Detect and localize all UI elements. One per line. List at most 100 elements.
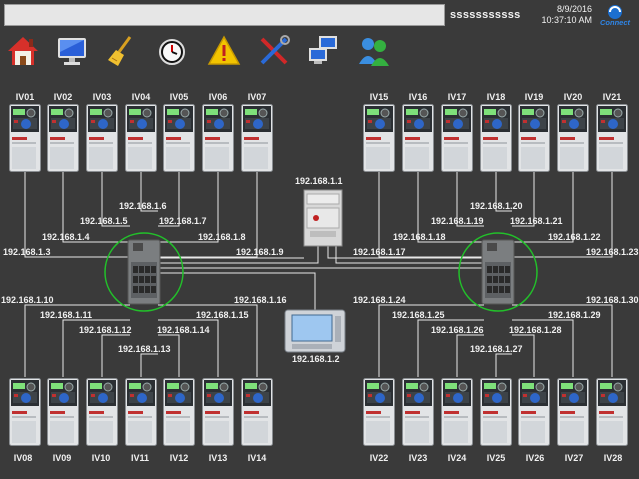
clean-button[interactable]	[102, 32, 140, 70]
drive-label-iv03: IV03	[92, 92, 112, 102]
drive-iv18[interactable]	[480, 104, 512, 172]
alarm-history-button[interactable]	[153, 32, 191, 70]
drive-label-iv11: IV11	[130, 453, 150, 463]
ip-label: 192.168.1.14	[157, 325, 210, 335]
drive-label-iv18: IV18	[486, 92, 506, 102]
drive-label-iv22: IV22	[369, 453, 389, 463]
drive-label-iv06: IV06	[208, 92, 228, 102]
date-time: 8/9/2016 10:37:10 AM	[534, 4, 592, 26]
ip-label: 192.168.1.20	[470, 201, 523, 211]
drive-iv25[interactable]	[480, 378, 512, 446]
drive-iv19[interactable]	[518, 104, 550, 172]
ip-label: 192.168.1.21	[510, 216, 563, 226]
ip-label: 192.168.1.12	[79, 325, 132, 335]
users-icon	[359, 38, 389, 66]
drive-label-iv12: IV12	[169, 453, 189, 463]
drive-label-iv02: IV02	[53, 92, 73, 102]
drive-label-iv27: IV27	[564, 453, 584, 463]
drive-label-iv16: IV16	[408, 92, 428, 102]
drive-iv23[interactable]	[402, 378, 434, 446]
ip-label: 192.168.1.16	[234, 295, 287, 305]
drive-iv17[interactable]	[441, 104, 473, 172]
monitor-icon	[58, 38, 86, 65]
drive-label-iv15: IV15	[369, 92, 389, 102]
drive-iv22[interactable]	[363, 378, 395, 446]
drive-iv13[interactable]	[202, 378, 234, 446]
ip-label: 192.168.1.23	[586, 247, 639, 257]
drive-iv11[interactable]	[125, 378, 157, 446]
monitor-button[interactable]	[53, 32, 91, 70]
ip-label: 192.168.1.5	[80, 216, 128, 226]
drive-label-iv26: IV26	[525, 453, 545, 463]
drive-label-iv01: IV01	[15, 92, 35, 102]
drive-label-iv04: IV04	[131, 92, 151, 102]
svg-text:Connect: Connect	[600, 18, 631, 27]
ip-label: 192.168.1.9	[236, 247, 284, 257]
hmi-panel	[284, 309, 346, 353]
broom-icon	[108, 36, 132, 66]
drive-iv24[interactable]	[441, 378, 473, 446]
maintenance-button[interactable]	[255, 32, 293, 70]
ip-label: 192.168.1.17	[353, 247, 406, 257]
ip-label: 192.168.1.13	[118, 344, 171, 354]
plc-controller	[303, 189, 343, 247]
drive-iv20[interactable]	[557, 104, 589, 172]
drive-iv08[interactable]	[9, 378, 41, 446]
ip-label: 192.168.1.3	[3, 247, 51, 257]
drive-label-iv09: IV09	[52, 453, 72, 463]
drive-label-iv24: IV24	[447, 453, 467, 463]
plc-ip-label: 192.168.1.1	[295, 176, 343, 186]
drive-iv27[interactable]	[557, 378, 589, 446]
drive-label-iv17: IV17	[447, 92, 467, 102]
drive-iv21[interactable]	[596, 104, 628, 172]
alarm-clock-icon	[159, 39, 185, 65]
tools-icon	[260, 35, 290, 65]
left-switch-ring	[104, 232, 184, 312]
ip-label: 192.168.1.30	[586, 295, 639, 305]
alarms-button[interactable]	[205, 32, 243, 70]
drive-iv07[interactable]	[241, 104, 273, 172]
drive-iv16[interactable]	[402, 104, 434, 172]
ip-label: 192.168.1.28	[509, 325, 562, 335]
drive-label-iv20: IV20	[563, 92, 583, 102]
ip-label: 192.168.1.22	[548, 232, 601, 242]
drive-iv14[interactable]	[241, 378, 273, 446]
drive-iv01[interactable]	[9, 104, 41, 172]
drive-iv10[interactable]	[86, 378, 118, 446]
users-button[interactable]	[355, 32, 393, 70]
user-name: sssssssssss	[450, 9, 521, 21]
drive-iv02[interactable]	[47, 104, 79, 172]
drive-label-iv28: IV28	[603, 453, 623, 463]
drive-iv04[interactable]	[125, 104, 157, 172]
drive-iv26[interactable]	[518, 378, 550, 446]
ip-label: 192.168.1.27	[470, 344, 523, 354]
title-field	[4, 4, 445, 26]
ip-label: 192.168.1.7	[159, 216, 207, 226]
hmi-ip-label: 192.168.1.2	[292, 354, 340, 364]
drive-iv06[interactable]	[202, 104, 234, 172]
ip-label: 192.168.1.4	[42, 232, 90, 242]
drive-iv09[interactable]	[47, 378, 79, 446]
network-icon	[309, 36, 337, 64]
drive-iv15[interactable]	[363, 104, 395, 172]
drive-label-iv10: IV10	[91, 453, 111, 463]
ip-label: 192.168.1.11	[40, 310, 93, 320]
drive-label-iv14: IV14	[247, 453, 267, 463]
drive-label-iv07: IV07	[247, 92, 267, 102]
drive-label-iv19: IV19	[524, 92, 544, 102]
ip-label: 192.168.1.15	[196, 310, 249, 320]
drive-iv03[interactable]	[86, 104, 118, 172]
drive-iv28[interactable]	[596, 378, 628, 446]
drive-label-iv25: IV25	[486, 453, 506, 463]
drive-label-iv13: IV13	[208, 453, 228, 463]
drive-label-iv23: IV23	[408, 453, 428, 463]
ip-label: 192.168.1.6	[119, 201, 167, 211]
home-icon	[8, 37, 38, 65]
right-switch-ring	[458, 232, 538, 312]
network-button[interactable]	[305, 32, 343, 70]
drive-iv12[interactable]	[163, 378, 195, 446]
drive-iv05[interactable]	[163, 104, 195, 172]
home-button[interactable]	[4, 32, 42, 70]
warning-icon	[207, 35, 241, 65]
